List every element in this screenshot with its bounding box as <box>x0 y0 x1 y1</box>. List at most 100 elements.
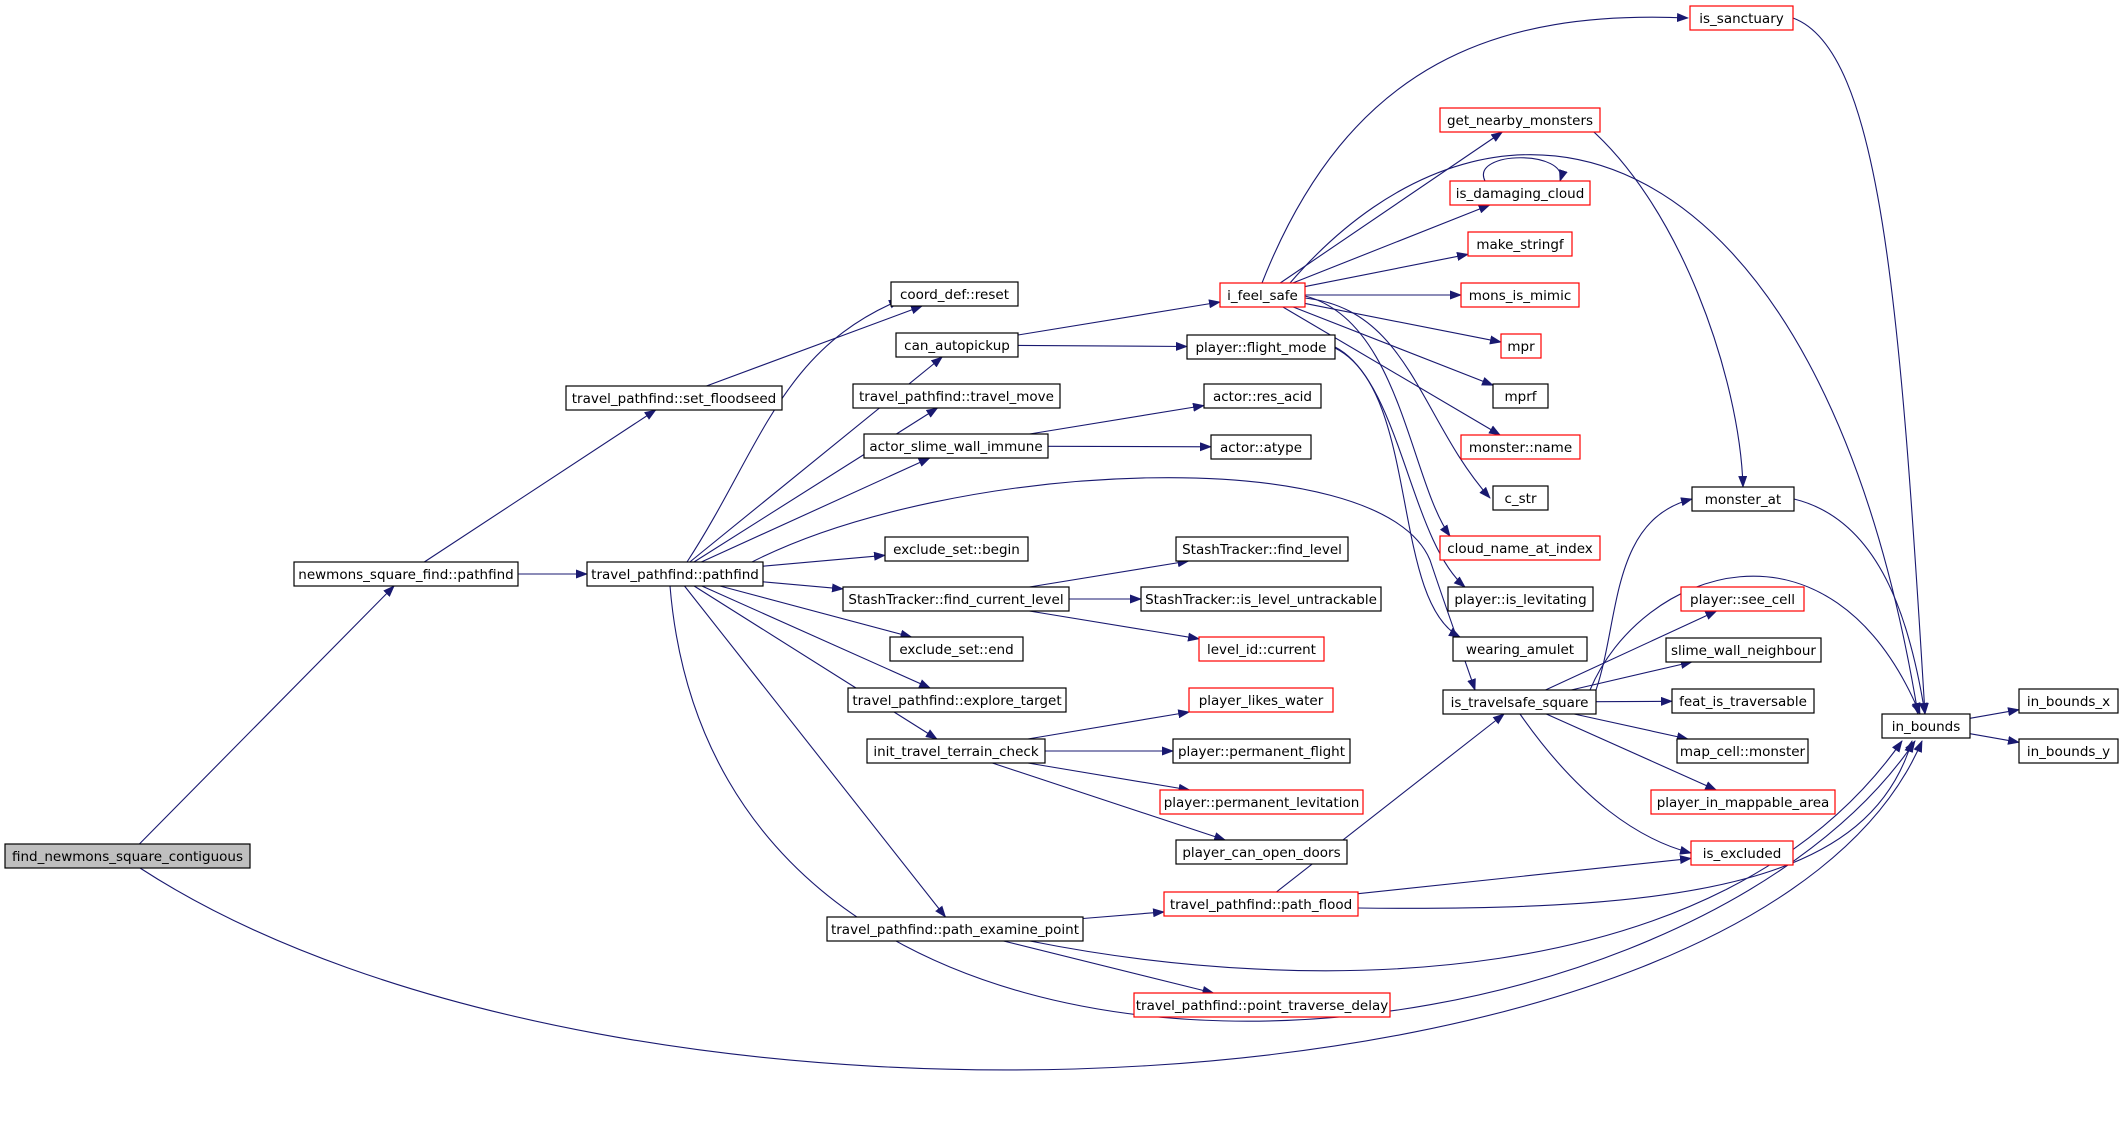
node-label: c_str <box>1504 491 1536 507</box>
node-i-feel-safe[interactable]: i_feel_safe <box>1219 282 1306 308</box>
node-nsf-pathfind[interactable]: newmons_square_find::pathfind <box>293 561 519 587</box>
node-box <box>1442 689 1597 715</box>
node-mpr[interactable]: mpr <box>1500 333 1542 359</box>
edge-get_nearby_monsters-to-monster_at <box>1579 119 1748 488</box>
node-feat-is-traversable[interactable]: feat_is_traversable <box>1671 688 1815 714</box>
node-label: is_travelsafe_square <box>1451 695 1589 711</box>
edge-tp_pathfind-to-st_find_current_level <box>762 581 844 593</box>
edge-i_feel_safe-to-mprf <box>1292 306 1494 386</box>
node-player-likes-water[interactable]: player_likes_water <box>1188 687 1334 713</box>
node-box <box>1650 789 1836 815</box>
node-level-id-current[interactable]: level_id::current <box>1198 636 1325 662</box>
node-in-bounds-x[interactable]: in_bounds_x <box>2018 688 2119 714</box>
node-box <box>1449 180 1591 206</box>
node-tp-path-flood[interactable]: travel_pathfind::path_flood <box>1163 891 1359 917</box>
edge-i_feel_safe-to-is_damaging_cloud <box>1292 204 1491 284</box>
node-tp-path-examine-point[interactable]: travel_pathfind::path_examine_point <box>826 916 1084 942</box>
node-map-cell-monster[interactable]: map_cell::monster <box>1676 738 1809 764</box>
node-tp-explore-target[interactable]: travel_pathfind::explore_target <box>847 687 1067 713</box>
node-label: player::permanent_levitation <box>1164 795 1360 811</box>
node-monster-at[interactable]: monster_at <box>1691 486 1795 512</box>
node-box <box>1671 688 1815 714</box>
node-label: actor::res_acid <box>1213 389 1312 405</box>
edge-tp_pathfind-to-actor_slime_wall_immune <box>701 457 931 563</box>
node-can-autopickup[interactable]: can_autopickup <box>895 332 1019 358</box>
node-label: player_in_mappable_area <box>1657 795 1830 811</box>
node-player-in-mappable-area[interactable]: player_in_mappable_area <box>1650 789 1836 815</box>
node-player-is-levitating[interactable]: player::is_levitating <box>1447 586 1594 612</box>
node-box <box>2018 738 2119 764</box>
node-actor-atype[interactable]: actor::atype <box>1210 434 1312 460</box>
edge-i_feel_safe-to-in_bounds <box>1289 154 1921 715</box>
node-exclude-end[interactable]: exclude_set::end <box>889 636 1024 662</box>
edge-i_feel_safe-to-mpr <box>1304 302 1502 345</box>
edge-is_sanctuary-to-in_bounds <box>1792 17 1929 715</box>
node-label: init_travel_terrain_check <box>873 744 1039 760</box>
edge-is_travelsafe_square-to-is_excluded <box>1519 713 1692 855</box>
node-root[interactable]: find_newmons_square_contiguous <box>4 843 251 869</box>
node-label: can_autopickup <box>904 338 1010 354</box>
node-box <box>4 843 251 869</box>
node-actor-slime-wall-immune[interactable]: actor_slime_wall_immune <box>863 433 1049 459</box>
node-box <box>1140 586 1382 612</box>
node-player-permanent-flight[interactable]: player::permanent_flight <box>1172 738 1351 764</box>
node-c-str[interactable]: c_str <box>1492 485 1549 511</box>
node-player-can-open-doors[interactable]: player_can_open_doors <box>1175 839 1348 865</box>
node-get-nearby-monsters[interactable]: get_nearby_monsters <box>1439 107 1601 133</box>
node-in-bounds-y[interactable]: in_bounds_y <box>2018 738 2119 764</box>
node-monster-name[interactable]: monster::name <box>1460 434 1581 460</box>
node-coord-reset[interactable]: coord_def::reset <box>890 281 1019 307</box>
node-mons-is-mimic[interactable]: mons_is_mimic <box>1460 282 1580 308</box>
node-wearing-amulet[interactable]: wearing_amulet <box>1452 636 1588 662</box>
node-box <box>1163 891 1359 917</box>
node-in-bounds[interactable]: in_bounds <box>1881 713 1971 739</box>
node-box <box>1690 840 1794 866</box>
node-slime-wall-neighbour[interactable]: slime_wall_neighbour <box>1665 637 1822 663</box>
node-tp-pathfind[interactable]: travel_pathfind::pathfind <box>586 561 764 587</box>
node-cloud-name-at-index[interactable]: cloud_name_at_index <box>1439 535 1601 561</box>
node-is-damaging-cloud[interactable]: is_damaging_cloud <box>1449 180 1591 206</box>
node-make-stringf[interactable]: make_stringf <box>1467 231 1573 257</box>
node-box <box>2018 688 2119 714</box>
node-actor-res-acid[interactable]: actor::res_acid <box>1203 383 1322 409</box>
node-st-find-level[interactable]: StashTracker::find_level <box>1175 536 1349 562</box>
node-is-travelsafe-square[interactable]: is_travelsafe_square <box>1442 689 1597 715</box>
node-tp-point-traverse-delay[interactable]: travel_pathfind::point_traverse_delay <box>1133 992 1391 1018</box>
node-tp-set-floodseed[interactable]: travel_pathfind::set_floodseed <box>565 385 783 411</box>
node-box <box>889 636 1024 662</box>
node-box <box>1460 434 1581 460</box>
edge-i_feel_safe-to-c_str <box>1304 297 1491 499</box>
node-label: mons_is_mimic <box>1469 288 1572 304</box>
node-label: StashTracker::find_current_level <box>848 592 1063 608</box>
node-label: actor_slime_wall_immune <box>869 439 1042 455</box>
node-st-find-current-level[interactable]: StashTracker::find_current_level <box>842 586 1070 612</box>
node-label: slime_wall_neighbour <box>1671 643 1816 659</box>
node-player-flight-mode[interactable]: player::flight_mode <box>1186 334 1336 360</box>
node-box <box>1210 434 1312 460</box>
node-tp-travel-move[interactable]: travel_pathfind::travel_move <box>852 383 1061 409</box>
node-label: newmons_square_find::pathfind <box>298 567 513 583</box>
edge-is_travelsafe_square-to-monster_at <box>1595 497 1693 691</box>
edge-nsf_pathfind-to-tp_set_floodseed <box>423 409 657 563</box>
node-is-sanctuary[interactable]: is_sanctuary <box>1689 5 1794 31</box>
node-is-excluded[interactable]: is_excluded <box>1690 840 1794 866</box>
node-st-is-level-untrackable[interactable]: StashTracker::is_level_untrackable <box>1140 586 1382 612</box>
node-box <box>895 332 1019 358</box>
node-box <box>852 383 1061 409</box>
edge-tp_pathfind-to-coord_reset <box>686 299 901 563</box>
node-mprf[interactable]: mprf <box>1492 383 1549 409</box>
node-init-travel-terrain-check[interactable]: init_travel_terrain_check <box>866 738 1046 764</box>
edge-tp_pathfind-to-tp_explore_target <box>701 585 932 689</box>
edge-is_travelsafe_square-to-slime_wall_neighbour <box>1571 660 1693 691</box>
node-player-permanent-levitation[interactable]: player::permanent_levitation <box>1159 789 1364 815</box>
node-label: i_feel_safe <box>1227 288 1298 304</box>
node-exclude-begin[interactable]: exclude_set::begin <box>884 536 1029 562</box>
node-box <box>1691 486 1795 512</box>
node-box <box>1172 738 1351 764</box>
node-box <box>1467 231 1573 257</box>
node-box <box>842 586 1070 612</box>
node-player-see-cell[interactable]: player::see_cell <box>1680 586 1805 612</box>
node-box <box>1492 485 1549 511</box>
node-label: find_newmons_square_contiguous <box>12 849 243 865</box>
